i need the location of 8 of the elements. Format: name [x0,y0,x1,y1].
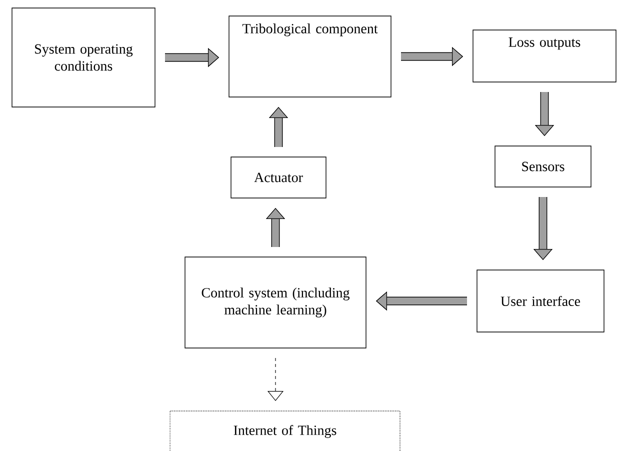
process-box: Control system (including machine learning) [184,256,366,348]
process-box: Tribological component [228,16,392,98]
process-box: Sensors [494,146,592,188]
process-box: System operating conditions [12,8,156,108]
process-box: Loss outputs [472,30,616,82]
process-box: Actuator [230,156,326,198]
process-box: User interface [476,270,604,332]
process-box: Internet of Things [170,410,400,451]
